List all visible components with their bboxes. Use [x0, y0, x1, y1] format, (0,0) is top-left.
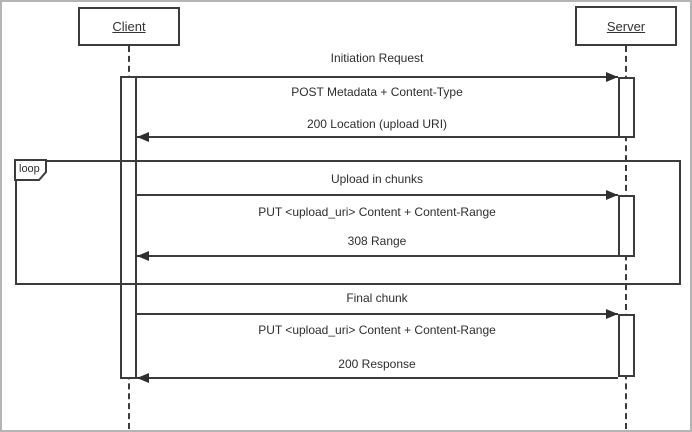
- loop-operator-label: loop: [19, 163, 40, 175]
- message-label-put-final: PUT <upload_uri> Content + Content-Range: [258, 323, 496, 337]
- server-activation-final: [618, 314, 635, 377]
- server-activation-loop: [618, 195, 635, 257]
- message-label-308-range: 308 Range: [347, 234, 407, 248]
- message-label-200-location: 200 Location (upload URI): [306, 117, 448, 131]
- message-label-200-response: 200 Response: [338, 357, 416, 371]
- message-line-put-chunk: [137, 194, 618, 196]
- client-activation: [120, 76, 137, 379]
- message-label-put-chunk: PUT <upload_uri> Content + Content-Range: [258, 205, 496, 219]
- actor-box-server: Server: [575, 6, 677, 46]
- arrowhead-right-icon: [606, 72, 618, 82]
- actor-box-client: Client: [78, 7, 180, 46]
- message-line-308-range: [137, 255, 618, 257]
- server-activation-initiation: [618, 77, 635, 138]
- loop-frame: [15, 160, 681, 285]
- arrowhead-left-icon: [137, 132, 149, 142]
- message-line-200-response: [137, 377, 618, 379]
- section-label-upload-chunks: Upload in chunks: [330, 172, 424, 186]
- section-label-final-chunk: Final chunk: [346, 291, 408, 305]
- arrowhead-left-icon: [137, 373, 149, 383]
- message-line-200-location: [137, 136, 618, 138]
- section-label-initiation: Initiation Request: [330, 51, 424, 65]
- actor-label-server: Server: [606, 18, 646, 34]
- loop-operator-pentagon: [14, 159, 47, 181]
- message-line-post-metadata: [137, 76, 618, 78]
- message-line-put-final: [137, 313, 618, 315]
- arrowhead-right-icon: [606, 190, 618, 200]
- message-label-post-metadata: POST Metadata + Content-Type: [291, 85, 463, 99]
- actor-label-client: Client: [112, 19, 146, 34]
- arrowhead-right-icon: [606, 309, 618, 319]
- arrowhead-left-icon: [137, 251, 149, 261]
